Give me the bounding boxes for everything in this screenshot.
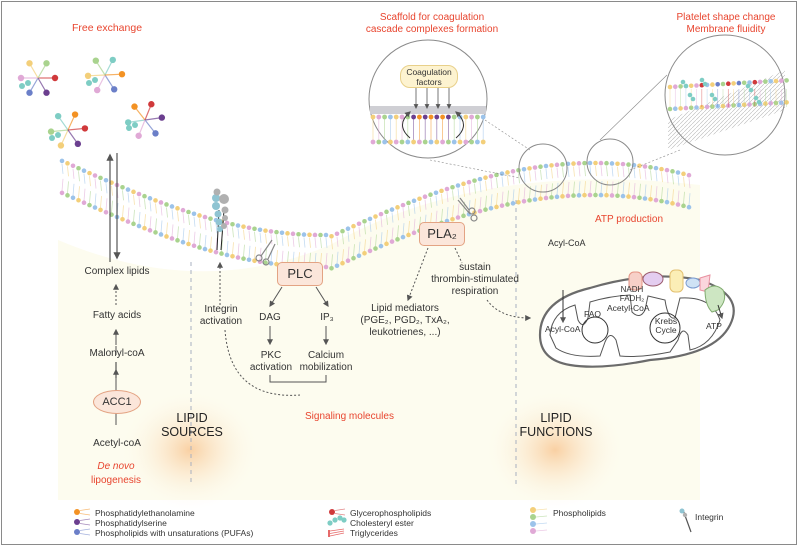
title-platelet: Platelet shape change Membrane fluidity xyxy=(660,12,792,36)
lipid-functions-line2: FUNCTIONS xyxy=(519,425,593,439)
title-platelet-line1: Platelet shape change xyxy=(676,12,776,23)
scissors-icon-plc xyxy=(255,239,276,266)
title-free-exchange: Free exchange xyxy=(72,22,143,34)
mito-acyl-coa: Acyl-CoA xyxy=(545,324,581,334)
coagulation-label-1: Coagulation xyxy=(406,67,452,77)
mitochondrion-icon xyxy=(538,269,735,368)
mediators-line2: (PGE₂, PGD₂, TxA₂, xyxy=(360,315,450,326)
mito-nadh-fadh: NADH FADH₂ xyxy=(615,285,649,303)
plc-enzyme-box: PLC xyxy=(277,262,323,286)
acetyl-coa-label: Acetyl-coA xyxy=(93,438,141,449)
calcium-mobilization-label: Calcium mobilization xyxy=(296,350,356,374)
mediators-line3: leukotrienes, ...) xyxy=(369,327,441,338)
lipid-sources-line2: SOURCES xyxy=(161,425,223,439)
title-signaling-molecules: Signaling molecules xyxy=(305,411,394,422)
mito-atp: ATP xyxy=(706,321,722,331)
malonyl-coa-label: Malonyl-coA xyxy=(89,348,145,359)
ip3-label: IP₃ xyxy=(320,312,334,323)
lipid-sources-line1: LIPID xyxy=(176,411,208,425)
title-platelet-line2: Membrane fluidity xyxy=(686,24,766,35)
krebs-line2: Cycle xyxy=(655,325,677,335)
title-scaffold-line1: Scaffold for coagulation xyxy=(379,12,485,23)
legend-pe: Phosphatidylethanolamine xyxy=(95,508,195,518)
glow-lipid-sources xyxy=(120,390,260,510)
coagulation-label-2: factors xyxy=(416,77,442,87)
section-lipid-functions: LIPID FUNCTIONS xyxy=(512,411,600,439)
pkc-line2: activation xyxy=(249,362,293,373)
title-scaffold-line2: cascade complexes formation xyxy=(365,24,499,35)
lipid-mediators-label: Lipid mediators (PGE₂, PGD₂, TxA₂, leuko… xyxy=(355,303,455,339)
legend-pufa: Phospholipids with unsaturations (PUFAs) xyxy=(95,528,254,538)
glow-lipid-functions xyxy=(485,390,625,510)
pla2-enzyme-box: PLA₂ xyxy=(419,222,465,246)
coagulation-factors-bubble: Coagulation factors xyxy=(400,65,458,88)
mito-fao: FAO xyxy=(584,309,602,319)
complex-lipids-label: Complex lipids xyxy=(84,266,150,277)
fatty-acids-label: Fatty acids xyxy=(92,310,142,321)
integrin-activation-line2: activation xyxy=(199,316,243,327)
sustain-respiration-label: sustain thrombin-stimulated respiration xyxy=(425,262,525,298)
mito-krebs-cycle: Krebs Cycle xyxy=(652,317,680,335)
nadh-label: NADH xyxy=(620,285,644,294)
integrin-icon xyxy=(212,188,229,251)
scissors-icon-pla2 xyxy=(457,197,478,222)
calcium-line2: mobilization xyxy=(299,362,353,373)
free-exchange-lipid-clusters xyxy=(17,56,166,149)
dag-label: DAG xyxy=(259,312,281,323)
lipid-functions-line1: LIPID xyxy=(540,411,572,425)
title-atp-production: ATP production xyxy=(595,214,664,225)
legend-ps: Phosphatidylserine xyxy=(95,518,167,528)
lipogenesis-label: lipogenesis xyxy=(90,475,142,486)
membrane-circle-2 xyxy=(586,138,634,186)
sustain-line3: respiration xyxy=(451,286,499,297)
pkc-line1: PKC xyxy=(260,350,282,361)
calcium-line1: Calcium xyxy=(307,350,345,361)
membrane-circle-1 xyxy=(518,143,568,193)
sustain-line1: sustain xyxy=(459,262,491,273)
legend-cholesteryl-ester: Cholesteryl ester xyxy=(350,518,414,528)
legend-integrin: Integrin xyxy=(695,512,724,522)
legend-glyphs xyxy=(74,507,692,537)
legend-glycerophospholipids: Glycerophospholipids xyxy=(350,508,432,518)
integrin-activation-label: Integrin activation xyxy=(196,304,246,328)
title-de-novo-lipogenesis: De novo lipogenesis xyxy=(80,460,152,488)
pkc-activation-label: PKC activation xyxy=(243,350,299,374)
integrin-activation-line1: Integrin xyxy=(204,304,238,315)
zoom-circle-coagulation xyxy=(368,39,488,159)
mito-acyl-coa-top: Acyl-CoA xyxy=(548,238,586,248)
de-novo-label: De novo xyxy=(97,461,135,472)
legend-phospholipids: Phospholipids xyxy=(553,508,606,518)
mito-acetyl-coa: Acetyl-CoA xyxy=(607,303,650,313)
legend-triglycerides: Triglycerides xyxy=(350,528,398,538)
krebs-line1: Krebs xyxy=(654,316,678,326)
fadh-label: FADH₂ xyxy=(619,294,645,303)
mediators-line1: Lipid mediators xyxy=(371,303,439,314)
section-lipid-sources: LIPID SOURCES xyxy=(152,411,232,439)
title-scaffold: Scaffold for coagulation cascade complex… xyxy=(352,12,512,36)
acc1-enzyme: ACC1 xyxy=(93,390,141,414)
sustain-line2: thrombin-stimulated xyxy=(431,274,519,285)
